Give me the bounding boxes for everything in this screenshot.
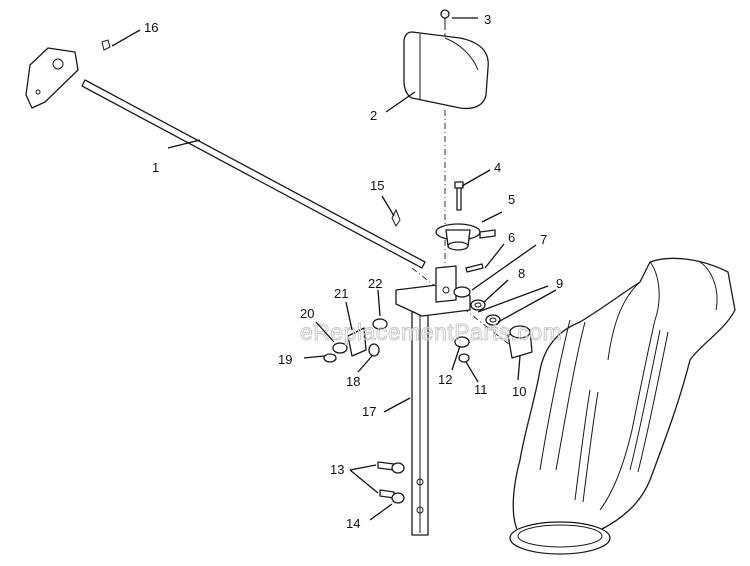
- callout-7: 7: [540, 232, 547, 247]
- washer-part-9: [485, 314, 501, 326]
- chute-fold-line: [599, 261, 660, 511]
- leader-21: [345, 301, 353, 331]
- chute-base-ring: [509, 521, 611, 555]
- chute-base-ring-inner: [517, 524, 603, 548]
- callout-18: 18: [346, 374, 360, 389]
- upright-bracket: [435, 265, 457, 303]
- callout-20: 20: [300, 306, 314, 321]
- pinion-part-10: [507, 325, 533, 359]
- callout-8: 8: [518, 266, 525, 281]
- washer-part-22: [372, 318, 388, 330]
- leader-13: [349, 464, 379, 494]
- watermark-text: eReplacementParts.com: [300, 319, 562, 345]
- callout-19: 19: [278, 352, 292, 367]
- callout-9: 9: [556, 276, 563, 291]
- bracket-hole: [52, 58, 64, 70]
- nut-part-11: [458, 353, 470, 363]
- chute-center-slot: [574, 389, 591, 501]
- leader-8: [483, 279, 509, 303]
- washer-part-12: [454, 336, 470, 348]
- leader-7: [471, 244, 537, 291]
- bracket-hole-small: [35, 89, 41, 95]
- callout-15: 15: [370, 178, 384, 193]
- screw-part-3: [440, 9, 450, 30]
- leader-17: [383, 397, 411, 413]
- leader-12: [451, 345, 461, 371]
- clip-part-15: [391, 208, 401, 227]
- gear-cover-part-2: [403, 31, 489, 110]
- chute-inner-edge: [607, 281, 641, 361]
- leader-19: [303, 355, 325, 359]
- callout-10: 10: [512, 384, 526, 399]
- callout-11: 11: [474, 382, 488, 397]
- bolt-part-4: [454, 181, 464, 211]
- gear-part-5: [435, 223, 496, 251]
- callout-2: 2: [370, 108, 377, 123]
- leader-lines: [111, 17, 557, 521]
- callout-14: 14: [346, 516, 360, 531]
- chute-center-slot-2: [582, 391, 599, 503]
- callout-16: 16: [144, 20, 158, 35]
- callout-17: 17: [362, 404, 376, 419]
- leader-16: [111, 29, 141, 47]
- leader-20: [315, 321, 335, 343]
- leader-18: [357, 355, 373, 373]
- cotter-pin-16: [101, 39, 111, 51]
- bushing-part-7: [453, 286, 471, 298]
- bolt-part-6: [465, 263, 484, 273]
- leader-4: [461, 169, 491, 187]
- leader-6: [484, 243, 505, 269]
- leader-5: [481, 211, 503, 223]
- nut-part-19: [323, 353, 337, 363]
- callout-12: 12: [438, 372, 452, 387]
- chute-body: [512, 257, 736, 542]
- leader-11: [465, 361, 479, 383]
- callout-6: 6: [508, 230, 515, 245]
- chute-deflector-edge: [699, 261, 718, 311]
- callout-3: 3: [484, 12, 491, 27]
- chute-left-rib: [539, 319, 571, 471]
- callout-4: 4: [494, 160, 501, 175]
- leader-22: [377, 289, 381, 317]
- chute-right-slot-2: [637, 331, 669, 473]
- spring-part-18: [368, 343, 380, 357]
- leader-10: [517, 355, 521, 381]
- leader-2: [385, 91, 416, 113]
- callout-1: 1: [152, 160, 159, 175]
- cover-curve: [444, 37, 479, 71]
- washer-part-20: [332, 342, 348, 354]
- callout-21: 21: [334, 286, 348, 301]
- washer-part-14: [391, 492, 405, 504]
- mounting-bracket: [25, 47, 79, 109]
- bracket-part-16: [25, 39, 111, 109]
- control-rod-part-1: [81, 79, 426, 269]
- callout-13: 13: [330, 462, 344, 477]
- discharge-chute: [509, 257, 736, 555]
- support-tube-part-17: [395, 265, 471, 536]
- leader-15: [381, 195, 395, 217]
- leader-14: [369, 503, 393, 521]
- chute-left-rib-2: [555, 321, 586, 471]
- callout-labels: 1 2 3 4 5 6 7 8 9 10 11 12 13 14 15 16 1…: [144, 12, 563, 531]
- washer-part-8: [470, 299, 486, 311]
- leader-1: [167, 139, 201, 149]
- callout-5: 5: [508, 192, 515, 207]
- rod: [81, 79, 426, 269]
- lever-part-21: [347, 327, 367, 357]
- callout-22: 22: [368, 276, 382, 291]
- cover-body: [403, 31, 489, 110]
- chute-right-slot: [629, 329, 661, 471]
- leader-9: [477, 285, 557, 323]
